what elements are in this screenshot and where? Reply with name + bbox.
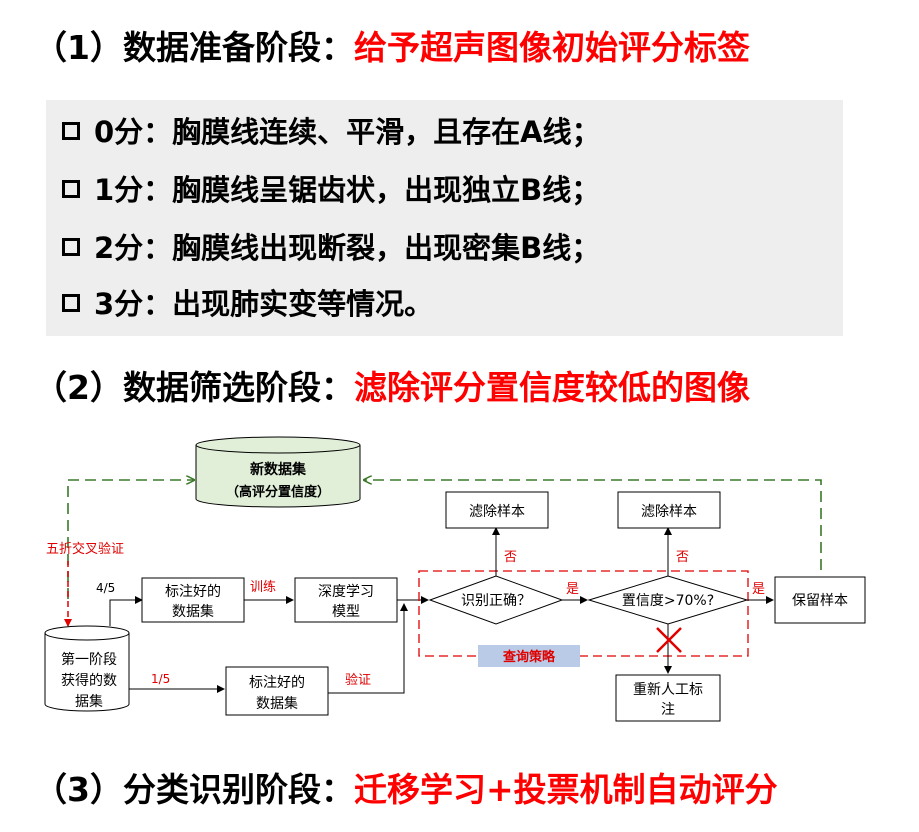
stage3-highlight: 迁移学习+投票机制自动评分 [353, 770, 778, 809]
new-dataset-label: 新数据集 [250, 461, 307, 478]
query-strategy-label: 查询策略 [502, 649, 556, 665]
decision-conf-label: 置信度>70%? [622, 593, 714, 609]
stage3-heading: （3）分类识别阶段：迁移学习+投票机制自动评分 [34, 770, 778, 810]
validate-label: 验证 [345, 672, 371, 688]
train-label: 训练 [250, 580, 276, 595]
stage1-prefix: （1）数据准备阶段： [34, 28, 354, 67]
model-line1: 深度学习 [318, 584, 374, 600]
first-stage-line2: 获得的数 [61, 672, 117, 689]
yes-label-2: 是 [752, 582, 765, 597]
square-bullet-icon [62, 180, 80, 198]
filter-sample-box-1 [445, 491, 549, 529]
criteria-text: 1分：胸膜线呈锯齿状，出现独立B线； [94, 173, 601, 207]
train-split-label: 4/5 [96, 581, 115, 595]
criteria-item: 3分：出现肺实变等情况。 [62, 286, 433, 322]
val-split-label: 1/5 [151, 672, 170, 686]
filter-sample-label-1: 滤除样本 [469, 504, 525, 520]
criteria-item: 2分：胸膜线出现断裂，出现密集B线； [62, 230, 600, 266]
query-strategy-tag [478, 645, 580, 667]
square-bullet-icon [62, 294, 80, 312]
stage1-heading: （1）数据准备阶段：给予超声图像初始评分标签 [34, 28, 750, 68]
criteria-text: 0分：胸膜线连续、平滑，且存在A线； [94, 115, 601, 149]
new-dataset-sublabel: （高评分置信度） [226, 484, 330, 500]
stage1-highlight: 给予超声图像初始评分标签 [353, 28, 750, 67]
keep-sample-label: 保留样本 [792, 593, 848, 609]
train-split-arrow [109, 596, 143, 626]
new-dataset-cylinder: 新数据集 （高评分置信度） [195, 436, 361, 508]
query-strategy-region [418, 570, 749, 657]
criteria-item: 1分：胸膜线呈锯齿状，出现独立B线； [62, 172, 600, 208]
filter-sample-box-2 [617, 491, 721, 529]
yes-label-1: 是 [566, 582, 579, 597]
crossval-loop-arrow [67, 480, 194, 599]
decision-correct-label: 识别正确？ [461, 593, 531, 609]
square-bullet-icon [62, 122, 80, 140]
labeled-val-line1: 标注好的 [249, 675, 305, 691]
deep-learning-model-box [294, 577, 398, 623]
crossval-label: 五折交叉验证 [46, 541, 124, 557]
criteria-text: 3分：出现肺实变等情况。 [94, 287, 434, 321]
stage3-prefix: （3）分类识别阶段： [34, 770, 354, 809]
no-label-1: 否 [504, 550, 517, 565]
stage2-prefix: （2）数据筛选阶段： [34, 368, 354, 407]
first-stage-line1: 第一阶段 [61, 651, 117, 668]
filter-sample-label-2: 滤除样本 [641, 504, 697, 520]
stage2-highlight: 滤除评分置信度较低的图像 [353, 368, 750, 407]
first-stage-line3: 据集 [75, 693, 103, 710]
keep-sample-box [774, 576, 866, 624]
manual-relabel-box [615, 674, 721, 722]
labeled-train-line1: 标注好的 [165, 584, 221, 600]
no-label-2: 否 [676, 550, 689, 565]
criteria-text: 2分：胸膜线出现断裂，出现密集B线； [94, 231, 601, 265]
rejected-cross-icon [656, 627, 682, 653]
labeled-val-line2: 数据集 [256, 695, 298, 712]
stage2-heading: （2）数据筛选阶段：滤除评分置信度较低的图像 [34, 368, 750, 408]
criteria-item: 0分：胸膜线连续、平滑，且存在A线； [62, 114, 601, 150]
first-stage-dataset-cylinder: 第一阶段 获得的数 据集 [44, 625, 130, 712]
square-bullet-icon [62, 238, 80, 256]
relabel-line2: 注 [661, 702, 675, 718]
keep-sample-loop-arrow [364, 480, 822, 570]
model-line2: 模型 [332, 604, 360, 620]
labeled-dataset-train-box [141, 577, 245, 623]
labeled-train-line2: 数据集 [172, 603, 214, 620]
labeled-dataset-val-box [225, 666, 329, 716]
scoring-criteria-box: 0分：胸膜线连续、平滑，且存在A线； 1分：胸膜线呈锯齿状，出现独立B线； 2分… [46, 100, 843, 336]
screening-flow-diagram: 新数据集 （高评分置信度） 五折交叉验证 第一阶段 获得的数 据集 4/5 1/… [44, 436, 866, 722]
validate-arrow [328, 603, 408, 694]
relabel-line1: 重新人工标 [633, 682, 703, 698]
